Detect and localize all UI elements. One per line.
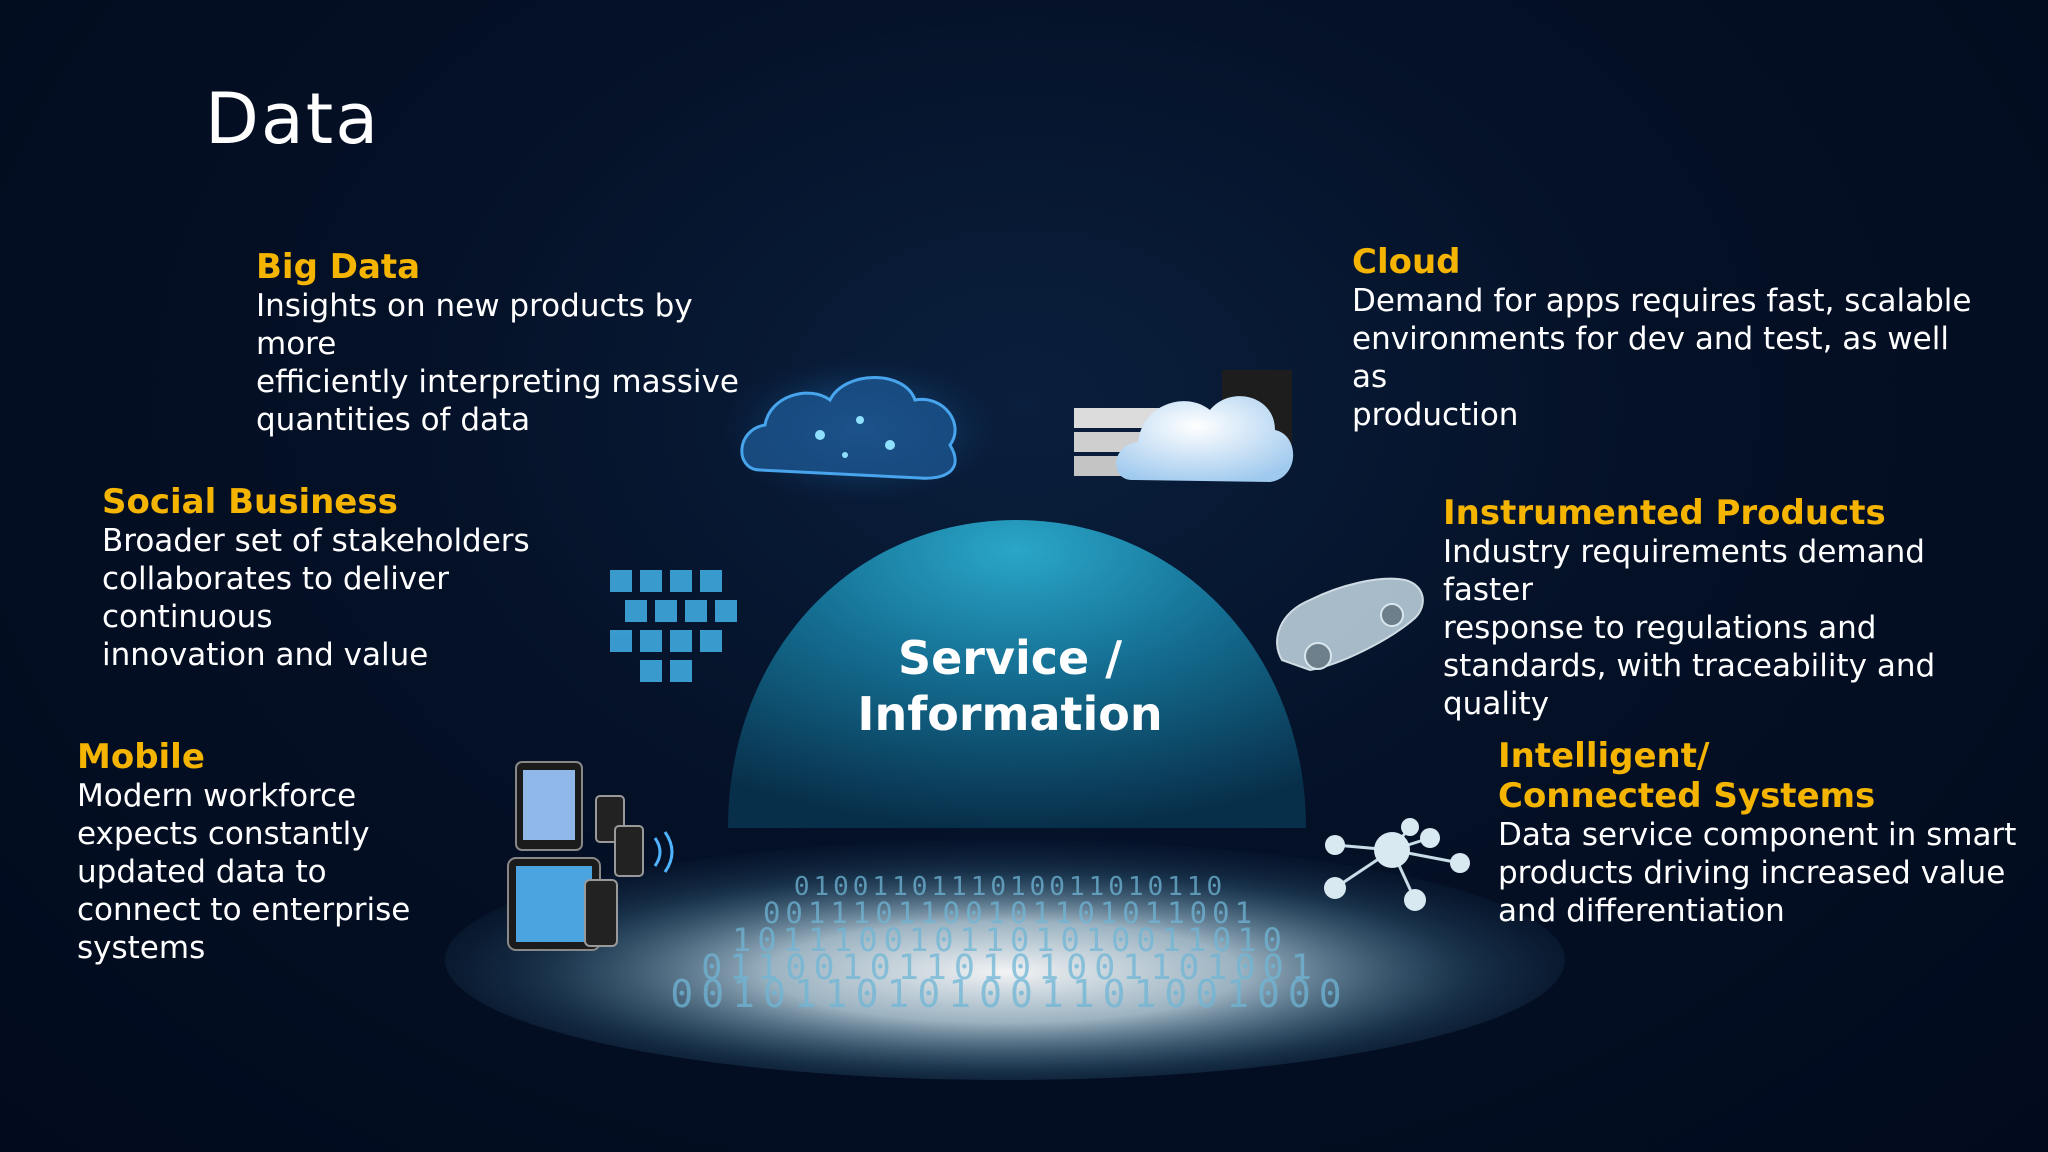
social-business-heading: Social Business <box>102 482 398 522</box>
mobile-line: Modern workforce <box>77 778 357 814</box>
instrumented-products-line: quality <box>1443 686 1550 722</box>
intelligent-systems-line: and differentiation <box>1498 893 1785 929</box>
big-data-line: quantities of data <box>256 402 531 438</box>
instrumented-products-block: Instrumented Products Industry requireme… <box>1443 493 2013 723</box>
intelligent-systems-line: Data service component in smart <box>1498 817 2017 853</box>
social-business-line: innovation and value <box>102 637 429 673</box>
intelligent-systems-heading: Connected Systems <box>1498 776 1876 816</box>
server-cloud-icon <box>1074 370 1294 482</box>
center-line-1: Service / <box>897 631 1123 685</box>
network-grid-icon <box>610 570 737 682</box>
cloud-block: Cloud Demand for apps requires fast, sca… <box>1352 242 1992 434</box>
binary-row: 1011100101101010011010 <box>732 921 1288 959</box>
instrumented-products-heading: Instrumented Products <box>1443 493 1886 533</box>
cloud-line: production <box>1352 397 1519 433</box>
cloud-heading: Cloud <box>1352 242 1461 282</box>
binary-floor: 0100110111010011010110001110110010110101… <box>670 872 1349 1016</box>
big-data-line: Insights on new products by more <box>256 288 693 362</box>
mobile-devices-icon <box>507 761 674 951</box>
big-data-line: efficiently interpreting massive <box>256 364 739 400</box>
mobile-heading: Mobile <box>77 737 205 777</box>
intelligent-systems-block: Intelligent/ Connected Systems Data serv… <box>1498 736 2018 930</box>
service-information-label: Service / Information <box>830 630 1190 742</box>
social-business-line: collaborates to deliver continuous <box>102 561 449 635</box>
mobile-line: connect to enterprise systems <box>77 892 411 966</box>
intelligent-systems-line: products driving increased value <box>1498 855 2006 891</box>
slide-title: Data <box>205 78 381 160</box>
cloud-line: environments for dev and test, as well a… <box>1352 321 1949 395</box>
mobile-line: updated data to <box>77 854 327 890</box>
big-data-heading: Big Data <box>256 247 421 287</box>
binary-floor-glow <box>445 840 1565 1080</box>
intelligent-systems-heading: Intelligent/ <box>1498 736 1710 776</box>
center-line-2: Information <box>857 687 1163 741</box>
mobile-block: Mobile Modern workforce expects constant… <box>77 737 517 967</box>
service-dome <box>728 520 1306 828</box>
big-data-block: Big Data Insights on new products by mor… <box>256 247 776 439</box>
data-cloud-icon <box>720 355 1000 505</box>
instrumented-products-line: response to regulations and <box>1443 610 1877 646</box>
binary-row: 0100110111010011010110 <box>794 872 1226 902</box>
instrumented-products-line: Industry requirements demand faster <box>1443 534 1925 608</box>
connected-nodes-icon <box>1324 818 1470 911</box>
car-icon <box>1276 577 1424 672</box>
binary-row: 0010110101001101001000 <box>670 972 1349 1016</box>
social-business-block: Social Business Broader set of stakehold… <box>102 482 602 674</box>
mobile-line: expects constantly <box>77 816 370 852</box>
cloud-line: Demand for apps requires fast, scalable <box>1352 283 1972 319</box>
binary-row: 0011101100101101011001 <box>763 896 1257 930</box>
instrumented-products-line: standards, with traceability and <box>1443 648 1936 684</box>
binary-row: 0110010110101001101001 <box>701 948 1319 988</box>
social-business-line: Broader set of stakeholders <box>102 523 530 559</box>
